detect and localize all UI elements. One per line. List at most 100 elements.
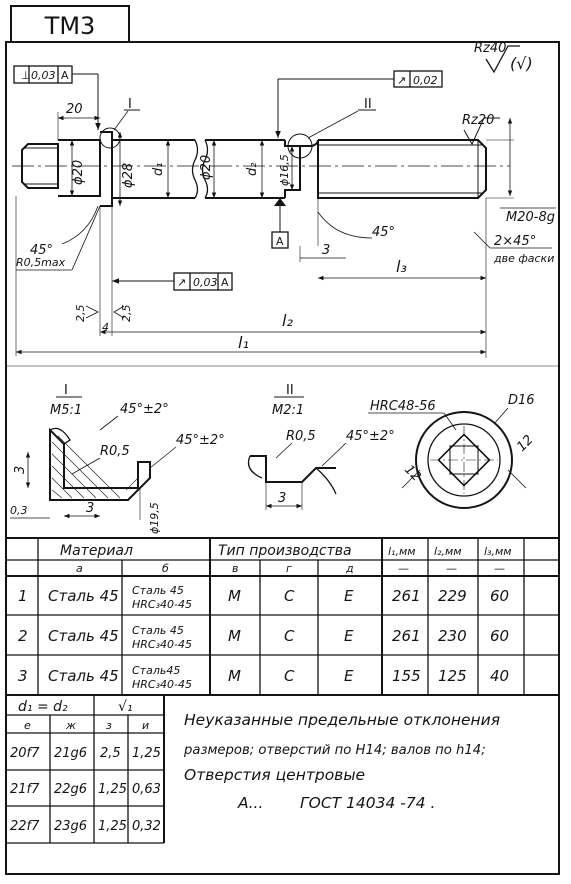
sub-b: б — [162, 562, 169, 575]
svg-text:Сталь 45: Сталь 45 — [48, 667, 119, 685]
perp-value: 0,03 — [31, 69, 56, 82]
svg-text:21g6: 21g6 — [54, 746, 87, 761]
note-line2: размеров; отверстий по H14; валов по h14… — [183, 743, 486, 758]
header-l3: l₃,мм — [484, 545, 512, 558]
detail-II-radius: R0,5 — [286, 429, 316, 444]
svg-text:22f7: 22f7 — [10, 819, 40, 834]
svg-text:125: 125 — [438, 667, 467, 685]
svg-text:261: 261 — [392, 587, 421, 605]
header-production: Тип производства — [218, 543, 352, 559]
svg-text:HRC₃40-45: HRC₃40-45 — [132, 598, 192, 611]
dim-d1: d₁ — [151, 163, 166, 176]
svg-text:40: 40 — [490, 667, 509, 685]
perpendicularity-frame: ⊥ 0,03 A — [13, 65, 101, 130]
dim-l2: l₂ — [282, 311, 293, 330]
dim-d28: ϕ28 — [121, 163, 136, 188]
svg-text:Е: Е — [344, 627, 354, 645]
title-tab — [10, 5, 130, 43]
fits-table — [6, 695, 165, 844]
detail-I: I M5:1 45°±2° 45°±2° R0,5 3 0,3 3 ϕ19,5 — [10, 383, 225, 534]
note-line4b: ГОСТ 14034 -74 . — [300, 794, 435, 812]
view-mark-I: I — [128, 97, 132, 112]
svg-text:1,25: 1,25 — [98, 782, 127, 797]
runout-frame-bottom: ↗ 0,03 A — [112, 272, 233, 291]
detail-II-scale: M2:1 — [272, 403, 304, 418]
svg-text:1,25: 1,25 — [132, 746, 161, 761]
svg-text:60: 60 — [490, 627, 509, 645]
dim-d2: d₂ — [245, 163, 260, 176]
svg-text:и: и — [142, 719, 149, 732]
roughness-value: Rz40 — [474, 41, 506, 56]
dim-chamfer: 2×45° — [494, 234, 536, 249]
svg-text:Е: Е — [344, 587, 354, 605]
svg-text:261: 261 — [392, 627, 421, 645]
svg-text:е: е — [24, 719, 31, 732]
dim-3-right: 3 — [322, 243, 330, 258]
svg-text:21f7: 21f7 — [10, 782, 40, 797]
svg-text:з: з — [106, 719, 112, 732]
sub-g: г — [286, 562, 292, 575]
sheet-frame — [5, 41, 560, 875]
sub-l3: — — [494, 562, 505, 575]
detail-I-dia: ϕ19,5 — [148, 502, 161, 534]
runout-bottom-datum: A — [221, 276, 229, 289]
section-hrc: HRC48-56 — [370, 399, 436, 414]
sub-a: а — [76, 562, 83, 575]
svg-text:ж: ж — [65, 719, 76, 732]
dim-angle-right: 45° — [372, 225, 395, 240]
svg-text:С: С — [284, 587, 295, 605]
section-flat2: 12 — [514, 433, 536, 455]
svg-text:Сталь45: Сталь45 — [132, 664, 180, 677]
svg-text:155: 155 — [392, 667, 421, 685]
sub-v: в — [232, 562, 238, 575]
detail-I-title: I — [64, 383, 68, 398]
dim-l3: l₃ — [396, 257, 407, 276]
detail-circle-II — [287, 133, 313, 159]
runout-top-symbol: ↗ — [397, 74, 406, 87]
roughness-symbol: Rz40 (√) — [474, 41, 533, 74]
fits-header-d: d₁ = d₂ — [18, 699, 68, 715]
sub-l2: — — [446, 562, 457, 575]
detail-I-angle2: 45°±2° — [176, 433, 225, 448]
svg-text:22g6: 22g6 — [54, 782, 87, 797]
svg-text:0,32: 0,32 — [132, 819, 161, 834]
dim-radius: R0,5max — [16, 256, 66, 269]
dim-20: 20 — [66, 102, 83, 117]
detail-I-dim3: 3 — [13, 466, 28, 474]
dim-2-5-a: 2,5 — [74, 305, 87, 323]
svg-text:0,63: 0,63 — [132, 782, 161, 797]
table-row: 2 Сталь 45 Сталь 45 HRC₃40-45 М С Е 261 … — [18, 624, 509, 651]
dim-l1: l₁ — [238, 333, 249, 352]
svg-text:М: М — [228, 667, 241, 685]
svg-text:Е: Е — [344, 667, 354, 685]
fits-header-roughness: √₁ — [118, 699, 133, 715]
dim-d165: ϕ16,5 — [278, 154, 291, 186]
detail-I-dim03: 0,3 — [10, 504, 28, 517]
svg-text:2: 2 — [18, 627, 28, 645]
header-material: Материал — [60, 543, 133, 559]
runout-frame-top: ↗ 0,02 — [275, 70, 443, 138]
section-dia: D16 — [508, 393, 535, 408]
fits-row: 20f7 21g6 2,5 1,25 — [10, 746, 161, 761]
svg-text:23g6: 23g6 — [54, 819, 87, 834]
svg-text:229: 229 — [438, 587, 467, 605]
detail-II-angle: 45°±2° — [346, 429, 395, 444]
svg-text:230: 230 — [438, 627, 467, 645]
materials-table — [6, 537, 559, 696]
perp-datum: A — [61, 69, 69, 82]
detail-II-title: II — [286, 383, 294, 398]
note-line3: Отверстия центровые — [184, 766, 365, 784]
runout-bottom-value: 0,03 — [193, 276, 218, 289]
svg-text:20f7: 20f7 — [10, 746, 40, 761]
shaft-outline — [21, 131, 487, 207]
dim-rz20: Rz20 — [462, 113, 494, 128]
svg-text:Сталь 45: Сталь 45 — [132, 624, 184, 637]
dim-thread: M20-8g — [506, 210, 555, 225]
svg-text:Сталь 45: Сталь 45 — [48, 587, 119, 605]
detail-I-scale: M5:1 — [50, 403, 82, 418]
svg-text:1,25: 1,25 — [98, 819, 127, 834]
svg-text:1: 1 — [18, 587, 28, 605]
view-mark-II: II — [364, 97, 372, 112]
header-l1: l₁,мм — [388, 545, 416, 558]
